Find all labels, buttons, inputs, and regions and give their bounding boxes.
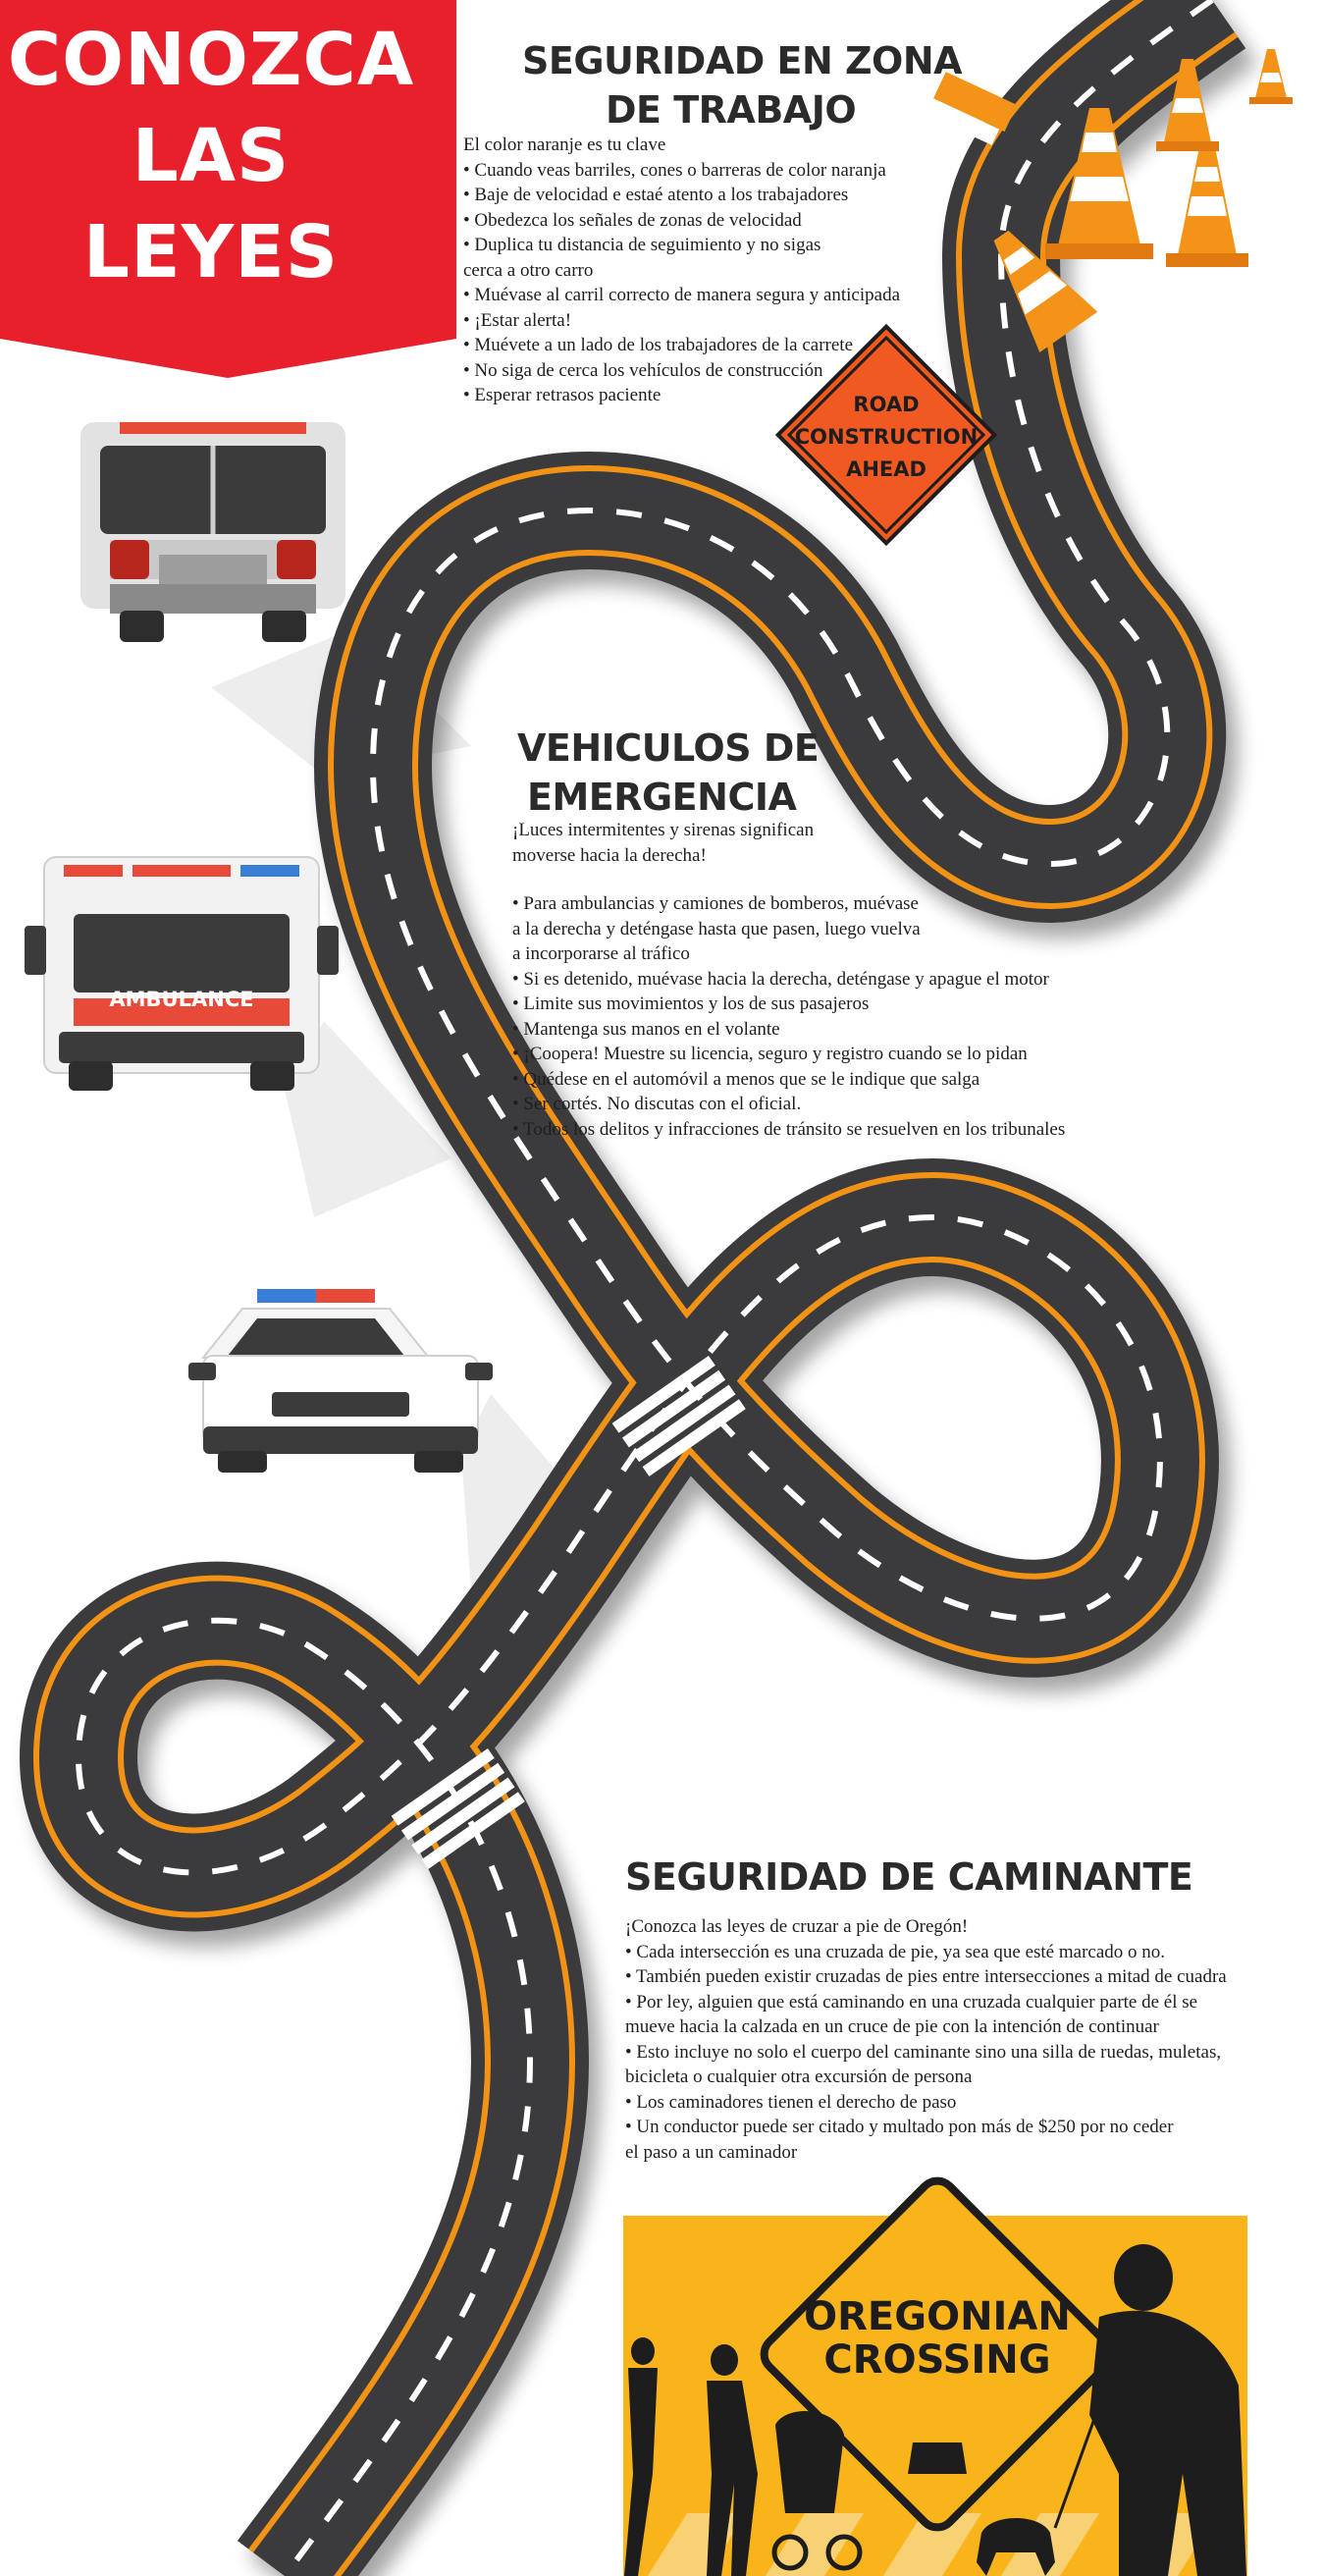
ambulance-label: AMBULANCE [109, 988, 254, 1011]
list-item: a incorporarse al tráfico [512, 943, 690, 964]
road-sign-line-3: AHEAD [846, 457, 926, 481]
list-item: • Esperar retrasos paciente [463, 385, 662, 405]
list-item: cerca a otro carro [463, 259, 594, 281]
list-item: • ¡Coopera! Muestre su licencia, seguro … [512, 1044, 1028, 1064]
list-item: • Si es detenido, muévase hacia la derec… [512, 968, 1049, 990]
list-item: • No siga de cerca los vehículos de cons… [463, 359, 823, 381]
emergency-intro-line-2: moverse hacia la derecha! [512, 844, 707, 866]
cone-icon [1166, 147, 1248, 267]
emergency-title-2: EMERGENCIA [527, 776, 797, 819]
list-item: ¡Conozca las leyes de cruzar a pie de Or… [625, 1916, 969, 1937]
winding-road [20, 0, 1246, 2576]
list-item: • Baje de velocidad e estaé atento a los… [463, 185, 849, 205]
crossing-sign-line-2: CROSSING [823, 2337, 1051, 2383]
cone-icon [1045, 108, 1153, 259]
list-item: El color naranje es tu clave [463, 134, 666, 155]
cone-icon [930, 72, 1018, 145]
ambulance-icon [25, 856, 339, 1091]
list-item: • Todos los delitos y infracciones de tr… [512, 1118, 1066, 1140]
list-item: • Los caminadores tienen el derecho de p… [625, 2091, 957, 2113]
list-item: • Mantenga sus manos en el volante [512, 1018, 780, 1040]
list-item: • También pueden existir cruzadas de pie… [625, 1966, 1227, 1987]
work-zone-list: El color naranje es tu clave • Cuando ve… [463, 133, 900, 408]
list-item: bicicleta o cualquier otra excursión de … [625, 2066, 973, 2087]
banner-line-3: LEYES [82, 210, 340, 295]
pedestrian-title: SEGURIDAD DE CAMINANTE [625, 1855, 1193, 1899]
pedestrian-silhouettes [624, 2244, 1246, 2576]
police-car-icon [188, 1289, 493, 1473]
cone-icon [1249, 49, 1293, 104]
work-zone-title-1: SEGURIDAD EN ZONA [522, 39, 963, 82]
list-item: • Para ambulancias y camiones de bombero… [512, 893, 919, 914]
list-item: • Un conductor puede ser citado y multad… [625, 2117, 1174, 2137]
red-banner-shape [0, 0, 456, 378]
road-construction-sign [774, 323, 998, 547]
list-item: • Duplica tu distancia de seguimiento y … [463, 235, 821, 255]
cone-icon [993, 230, 1098, 352]
crosswalk-stripes [391, 1356, 746, 1869]
list-item: • Limite sus movimientos y los de sus pa… [512, 993, 870, 1014]
list-item: mueve hacia la calzada en un cruce de pi… [625, 2016, 1159, 2037]
crossing-sign-text: OREGONIAN CROSSING [780, 2295, 1094, 2382]
cone-icon [1156, 59, 1219, 151]
emergency-intro-line-1: ¡Luces intermitentes y sirenas significa… [512, 820, 815, 840]
fire-truck-icon [80, 422, 345, 642]
banner-line-2: LAS [132, 114, 291, 198]
oregonian-crossing-panel [623, 2176, 1247, 2576]
road-sign-text: ROAD CONSTRUCTION AHEAD [788, 389, 984, 486]
crossing-sign-line-1: OREGONIAN [804, 2294, 1071, 2339]
road-sign-line-2: CONSTRUCTION [794, 425, 979, 449]
title-banner: CONOZCA LAS LEYES [0, 0, 456, 378]
list-item: • Quédese en el automóvil a menos que se… [512, 1068, 980, 1090]
work-zone-title-2: DE TRABAJO [606, 88, 857, 132]
list-item: • ¡Estar alerta! [463, 309, 572, 331]
traffic-cones [930, 49, 1293, 352]
list-item: • Esto incluye no solo el cuerpo del cam… [625, 2041, 1222, 2063]
list-item: • Muévase al carril correcto de manera s… [463, 285, 901, 305]
list-item: • Muévete a un lado de los trabajadores … [463, 335, 854, 355]
emergency-title-1: VEHICULOS DE [517, 726, 820, 770]
list-item: el paso a un caminador [625, 2141, 798, 2163]
list-item: • Ser cortés. No discutas con el oficial… [512, 1094, 802, 1114]
list-item: • Por ley, alguien que está caminando en… [625, 1991, 1198, 2012]
road-sign-line-1: ROAD [853, 393, 920, 416]
emergency-intro: ¡Luces intermitentes y sirenas significa… [512, 818, 814, 868]
banner-line-1: CONOZCA [7, 18, 415, 102]
pedestrian-list: ¡Conozca las leyes de cruzar a pie de Or… [625, 1914, 1227, 2165]
list-item: • Cada intersección es una cruzada de pi… [625, 1941, 1166, 1962]
list-item: a la derecha y deténgase hasta que pasen… [512, 918, 921, 939]
emergency-list: • Para ambulancias y camiones de bombero… [512, 891, 1065, 1142]
list-item: • Obedezca los señales de zonas de veloc… [463, 209, 802, 231]
list-item: • Cuando veas barriles, cones o barreras… [463, 159, 886, 181]
oregon-shape-icon [908, 2442, 967, 2474]
